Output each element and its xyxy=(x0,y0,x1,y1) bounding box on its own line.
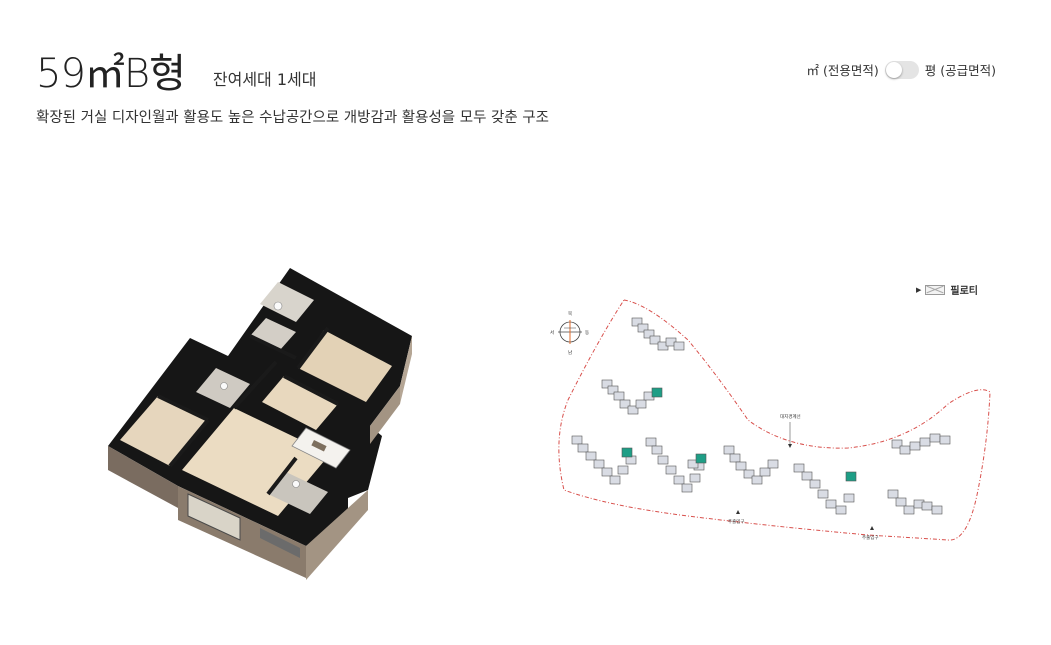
building-cluster-4 xyxy=(645,437,705,493)
area-unit-toggle[interactable] xyxy=(884,60,919,79)
compass-east: 동 xyxy=(585,330,589,336)
entrance-marker-2 xyxy=(870,526,874,530)
compass-south: 남 xyxy=(568,349,572,356)
building-cluster-7 xyxy=(891,433,951,455)
site-plan-map: 북 남 동 서 xyxy=(550,299,991,541)
toggle-knob xyxy=(885,61,902,78)
piloti-swatch-icon xyxy=(925,284,946,295)
area-unit-toggle-group: ㎡ (전용면적) 평 (공급면적) xyxy=(807,60,996,79)
remaining-units: 잔여세대 1세대 xyxy=(212,70,317,89)
compass-west: 서 xyxy=(550,329,554,336)
compass-north: 북 xyxy=(568,311,572,317)
building-cluster-1 xyxy=(631,317,685,351)
building-cluster-2 xyxy=(601,379,655,415)
unit-description: 확장된 거실 디자인월과 활용도 높은 수납공간으로 개방감과 활용성을 모두 … xyxy=(36,110,549,126)
building-cluster-5 xyxy=(723,445,779,485)
building-cluster-8 xyxy=(887,489,943,515)
floor-plan-3d-image xyxy=(108,268,412,580)
site-boundary-line xyxy=(558,299,991,541)
legend-piloti-label: 필로티 xyxy=(950,286,978,297)
site-legend: ▶ 필로티 xyxy=(916,282,978,297)
compass-icon xyxy=(558,320,582,344)
toggle-label-sqm[interactable]: ㎡ (전용면적) xyxy=(806,63,879,78)
unit-type-title: 59㎡B형 xyxy=(36,51,186,97)
toggle-label-pyeong[interactable]: 평 (공급면적) xyxy=(924,63,996,78)
entrance-label-1: 주출입구 xyxy=(728,518,745,525)
highlighted-building xyxy=(651,387,663,398)
entrance-label-2: 주출입구 xyxy=(862,534,879,541)
building-cluster-3 xyxy=(571,435,637,485)
unit-header: 59㎡B형 잔여세대 1세대 xyxy=(36,52,316,96)
boundary-label: 대지경계선 xyxy=(780,413,801,420)
building-cluster-6 xyxy=(793,463,855,515)
entrance-marker-1 xyxy=(736,510,740,514)
legend-arrow-icon: ▶ xyxy=(916,285,922,294)
